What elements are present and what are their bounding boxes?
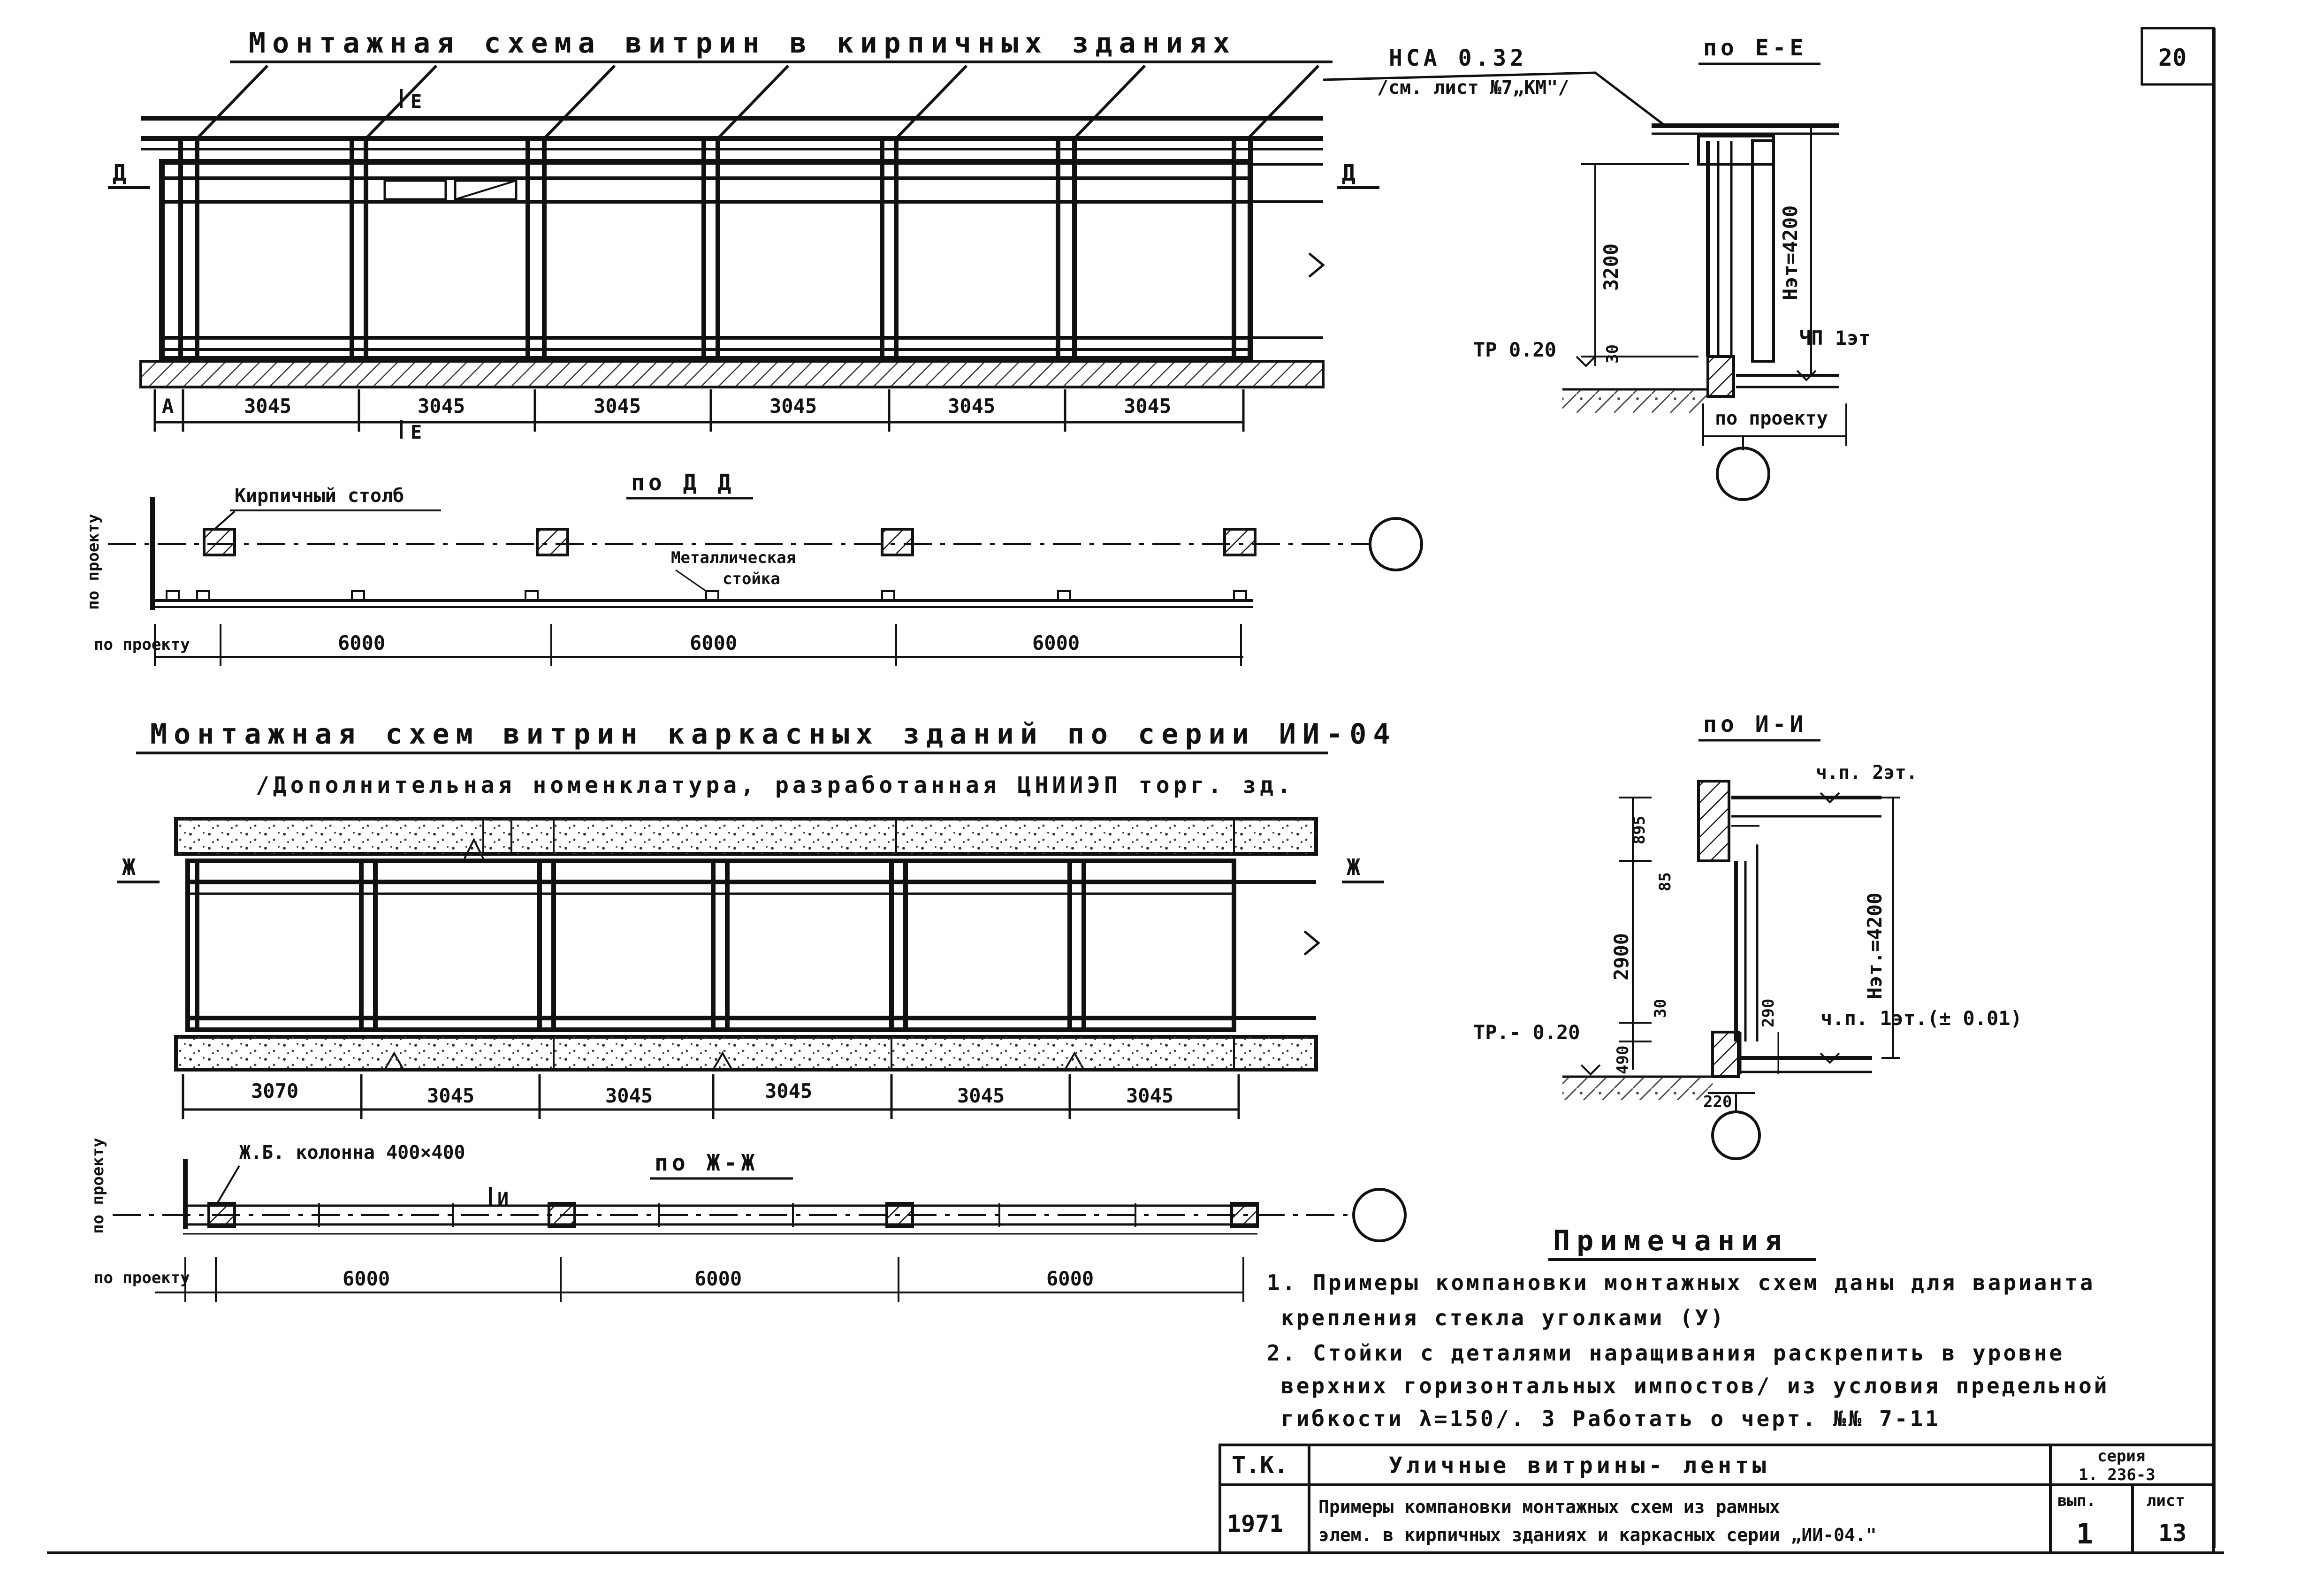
middle-dimension-line <box>182 1074 1240 1119</box>
plan-zh-span-3: 6000 <box>1046 1267 1094 1290</box>
section-i-title: по И-И <box>1703 711 1807 737</box>
top-bay-a: А <box>162 395 174 418</box>
section-i-dim-top: 895 <box>1630 816 1649 844</box>
section-e-by-project: по проекту <box>1715 408 1828 429</box>
plan-d-span-3: 6000 <box>1032 631 1080 654</box>
top-bay-4: 3045 <box>769 395 817 418</box>
section-e-level-ground: ТР 0.20 <box>1473 338 1556 361</box>
middle-bay-6: 3045 <box>1126 1084 1173 1107</box>
tb-sheet-number: 13 <box>2158 1520 2186 1547</box>
plan-d-span-2: 6000 <box>690 631 737 654</box>
middle-bay-4: 3045 <box>765 1079 812 1102</box>
plan-zh-drawing <box>113 1159 1407 1302</box>
plan-zh-span-1: 6000 <box>343 1267 390 1290</box>
brick-pillar-leader <box>213 510 236 531</box>
top-elevation <box>139 64 1325 388</box>
middle-bottom-beam-fill <box>176 1037 1316 1070</box>
section-i-height-floor: Нэт.=4200 <box>1863 892 1886 999</box>
notes-line-1: 1. Примеры компановки монтажных схем дан… <box>1267 1270 2095 1295</box>
section-mark-e-top: Е <box>411 91 422 113</box>
middle-section-marks <box>117 881 1384 1206</box>
tb-series-value: 1. 236-3 <box>2079 1466 2155 1484</box>
middle-elevation <box>174 817 1320 1072</box>
plan-d-drawing <box>108 497 1423 666</box>
plan-zh-span-2: 6000 <box>694 1267 742 1290</box>
section-i-dim-85: 85 <box>1656 872 1675 891</box>
metal-post-label-1: Металлическая <box>671 548 796 567</box>
section-i-level-second: ч.п. 2эт. <box>1816 762 1918 783</box>
plan-zh-by-project-h: по проекту <box>94 1269 190 1287</box>
metal-post-leader <box>675 569 707 592</box>
middle-bay-1: 3070 <box>251 1079 298 1102</box>
section-i-level-ground: ТР.- 0.20 <box>1473 1021 1580 1044</box>
top-bay-3: 3045 <box>594 395 641 418</box>
middle-subtitle: /Дополнительная номенклатура, разработан… <box>256 772 1295 798</box>
section-mark-d-left: Д <box>113 160 130 186</box>
tb-series-label: серия <box>2097 1447 2145 1466</box>
section-e-height-floor: Нэт=4200 <box>1779 205 1802 300</box>
notes-line-2: крепления стекла уголками (У) <box>1281 1305 1726 1330</box>
section-i-drawing <box>1562 780 1900 1160</box>
reference-note: /см. лист №7„КМ"/ <box>1377 77 1569 99</box>
section-i-dim-290: 290 <box>1759 999 1778 1027</box>
section-i-level-first: ч.п. 1эт.(± 0.01) <box>1820 1007 2022 1030</box>
tb-sheet-label: лист <box>2147 1491 2185 1510</box>
title-block <box>1219 1444 2215 1554</box>
section-mark-i: И <box>497 1189 509 1210</box>
top-bay-2: 3045 <box>418 395 465 418</box>
notes-line-4: верхних горизонтальных импостов/ из усло… <box>1281 1373 2110 1398</box>
section-e-level-floor: ЧП 1эт <box>1799 327 1871 350</box>
reference-leader <box>1323 71 1664 125</box>
tb-title: Уличные витрины- ленты <box>1389 1452 1770 1479</box>
top-bay-1: 3045 <box>244 395 291 418</box>
plan-d-title: по Д Д <box>631 470 735 496</box>
tb-description-2: элем. в кирпичных зданиях и каркасных се… <box>1318 1525 1877 1545</box>
section-e-drawing <box>1562 123 1847 501</box>
tb-year: 1971 <box>1227 1510 1283 1537</box>
middle-top-beam-fill <box>176 819 1316 854</box>
plan-d-span-1: 6000 <box>338 631 385 654</box>
column-leader <box>215 1165 240 1207</box>
section-mark-e-bottom: Е <box>411 422 422 443</box>
reference-label: НСА 0.32 <box>1389 45 1527 71</box>
metal-post-label-2: стойка <box>723 570 780 588</box>
brick-pillar-label: Кирпичный столб <box>235 485 404 507</box>
notes-line-3: 2. Стойки с деталями наращивания раскреп… <box>1267 1340 2064 1366</box>
section-mark-zh-right: Ж <box>1347 854 1364 881</box>
section-i-dim-window: 2900 <box>1610 933 1633 980</box>
notes-line-5: гибкости λ=150/. 3 Работать о черт. №№ 7… <box>1281 1406 1941 1431</box>
page-number: 20 <box>2158 44 2186 71</box>
section-e-gap: 30 <box>1603 344 1622 364</box>
middle-bay-5: 3045 <box>957 1084 1005 1107</box>
tb-description-1: Примеры компановки монтажных схем из рам… <box>1318 1497 1780 1517</box>
section-e-height-window: 3200 <box>1599 243 1622 291</box>
section-mark-zh-left: Ж <box>122 854 139 881</box>
plan-zh-title: по Ж-Ж <box>655 1150 758 1176</box>
plan-zh-by-project-v: по проекту <box>89 1138 107 1234</box>
tb-org: Т.К. <box>1232 1452 1288 1479</box>
tb-issue-label: вып. <box>2057 1491 2096 1510</box>
middle-title: Монтажная схем витрин каркасных зданий п… <box>150 718 1397 751</box>
middle-bay-3: 3045 <box>605 1084 653 1107</box>
section-e-earth <box>1562 389 1708 413</box>
top-bay-5: 3045 <box>948 395 995 418</box>
top-foundation-hatch <box>141 361 1323 387</box>
section-i-dim-220: 220 <box>1703 1093 1732 1111</box>
top-title: Монтажная схема витрин в кирпичных здани… <box>249 27 1236 60</box>
section-mark-d-right: Д <box>1342 160 1359 186</box>
plan-d-by-project-h: по проекту <box>94 635 190 654</box>
middle-bay-2: 3045 <box>427 1084 474 1107</box>
top-bay-6: 3045 <box>1124 395 1171 418</box>
notes-heading: Примечания <box>1553 1224 1788 1257</box>
section-i-dim-490: 490 <box>1614 1046 1632 1074</box>
plan-d-by-project-v: по проекту <box>84 514 103 610</box>
tb-issue-value: 1 <box>2076 1518 2100 1550</box>
column-label: Ж.Б. колонна 400×400 <box>239 1142 465 1163</box>
section-i-dim-30: 30 <box>1651 999 1670 1018</box>
section-i-earth <box>1562 1077 1713 1100</box>
top-dimension-line <box>153 389 1245 432</box>
section-e-title: по Е-Е <box>1703 35 1807 61</box>
